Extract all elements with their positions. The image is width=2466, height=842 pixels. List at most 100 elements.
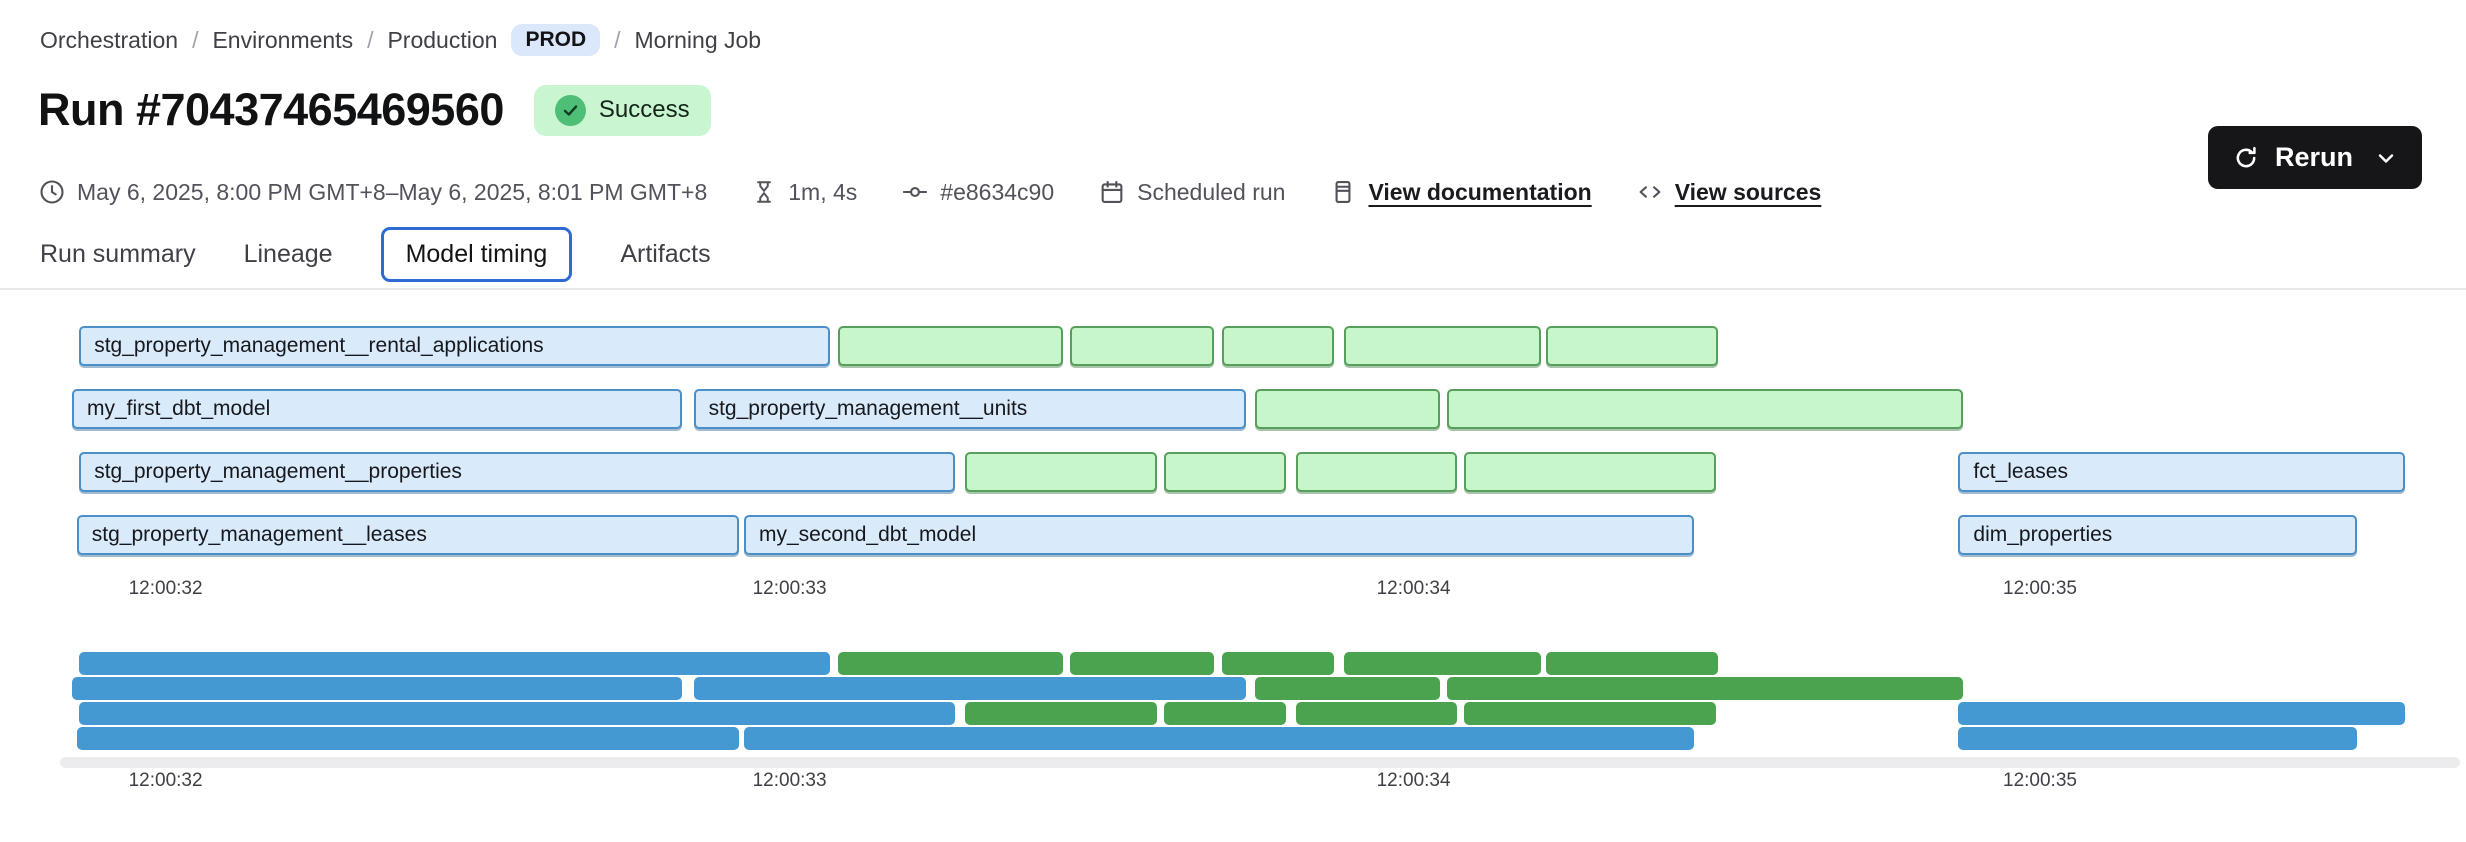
minimap-row xyxy=(60,702,2460,725)
minimap-bar xyxy=(1447,677,1963,700)
minimap-bar xyxy=(1546,652,1719,675)
time-axis-tick: 12:00:34 xyxy=(1377,770,1451,792)
page-title: Run #70437465469560 xyxy=(38,84,504,136)
tab-model-timing[interactable]: Model timing xyxy=(381,227,573,282)
gantt-bar[interactable] xyxy=(1546,326,1719,366)
clock-icon xyxy=(38,178,66,206)
gantt-row: my_first_dbt_model stg_property_managemen… xyxy=(60,389,2460,429)
run-meta-row: May 6, 2025, 8:00 PM GMT+8–May 6, 2025, … xyxy=(38,170,1821,214)
minimap-bar xyxy=(1070,652,1214,675)
run-time-range-label: May 6, 2025, 8:00 PM GMT+8–May 6, 2025, … xyxy=(77,179,707,206)
rerun-button-label: Rerun xyxy=(2275,142,2353,173)
model-name-label: stg_property_management__rental_applicat… xyxy=(81,328,828,363)
gantt-bar-fct_leases[interactable]: fct_leases xyxy=(1958,452,2404,492)
run-duration-label: 1m, 4s xyxy=(788,179,857,206)
minimap-time-axis: 12:00:32 12:00:33 12:00:34 12:00:35 xyxy=(60,770,2460,794)
minimap-bar xyxy=(838,652,1064,675)
model-name-label: fct_leases xyxy=(1960,454,2402,489)
minimap-bar xyxy=(72,677,682,700)
gantt-time-axis: 12:00:3212:00:3312:00:3412:00:35 xyxy=(60,578,2460,602)
minimap-bar xyxy=(77,727,739,750)
model-timing-gantt: stg_property_management__rental_applicat… xyxy=(60,326,2460,578)
success-check-icon xyxy=(555,95,586,126)
run-time-range: May 6, 2025, 8:00 PM GMT+8–May 6, 2025, … xyxy=(38,178,707,206)
time-axis-tick: 12:00:33 xyxy=(753,578,827,600)
tabs-divider xyxy=(0,288,2466,290)
breadcrumb-item-orchestration[interactable]: Orchestration xyxy=(40,27,178,54)
time-axis-tick: 12:00:35 xyxy=(2003,578,2077,600)
run-commit-label: #e8634c90 xyxy=(940,179,1054,206)
breadcrumb-separator: / xyxy=(367,27,373,54)
gantt-bar[interactable] xyxy=(965,452,1157,492)
hourglass-icon xyxy=(751,179,777,205)
time-axis-tick: 12:00:33 xyxy=(753,770,827,792)
gantt-bar-stg_property_management__units[interactable]: stg_property_management__units xyxy=(694,389,1246,429)
breadcrumb-separator: / xyxy=(614,27,620,54)
minimap-bar xyxy=(79,702,955,725)
refresh-icon xyxy=(2232,144,2260,172)
gantt-bar-my_first_dbt_model[interactable]: my_first_dbt_model xyxy=(72,389,682,429)
gantt-bar[interactable] xyxy=(1464,452,1716,492)
gantt-row: stg_property_management__rental_applicat… xyxy=(60,326,2460,366)
gantt-row: stg_property_management__leases my_second… xyxy=(60,515,2460,555)
gantt-bar[interactable] xyxy=(1070,326,1214,366)
gantt-bar[interactable] xyxy=(1344,326,1541,366)
model-name-label: dim_properties xyxy=(1960,517,2354,552)
time-axis-tick: 12:00:35 xyxy=(2003,770,2077,792)
minimap-bar xyxy=(1958,727,2356,750)
breadcrumb-item-environments[interactable]: Environments xyxy=(212,27,353,54)
tab-lineage[interactable]: Lineage xyxy=(244,240,333,269)
gantt-bar-dim_properties[interactable]: dim_properties xyxy=(1958,515,2356,555)
tab-artifacts[interactable]: Artifacts xyxy=(620,240,710,269)
view-documentation: View documentation xyxy=(1329,178,1591,206)
gantt-bar-my_second_dbt_model[interactable]: my_second_dbt_model xyxy=(744,515,1694,555)
code-icon xyxy=(1636,178,1664,206)
timing-minimap[interactable] xyxy=(60,652,2460,752)
minimap-row xyxy=(60,652,2460,675)
rerun-button[interactable]: Rerun xyxy=(2208,126,2422,189)
tab-run-summary[interactable]: Run summary xyxy=(40,240,196,269)
minimap-bar xyxy=(1222,652,1335,675)
run-duration: 1m, 4s xyxy=(751,179,857,206)
gantt-bar[interactable] xyxy=(1296,452,1457,492)
gantt-bar[interactable] xyxy=(1255,389,1440,429)
environment-badge: PROD xyxy=(511,24,600,56)
view-sources-link[interactable]: View sources xyxy=(1675,179,1822,206)
time-axis-tick: 12:00:32 xyxy=(129,770,203,792)
git-commit-icon xyxy=(901,178,929,206)
run-tabs: Run summary Lineage Model timing Artifac… xyxy=(40,222,711,286)
gantt-bar[interactable] xyxy=(1447,389,1963,429)
minimap-bar xyxy=(1164,702,1286,725)
minimap-bar xyxy=(965,702,1157,725)
breadcrumb-item-morning-job[interactable]: Morning Job xyxy=(635,27,762,54)
minimap-bar xyxy=(1464,702,1716,725)
model-name-label: stg_property_management__leases xyxy=(79,517,737,552)
breadcrumb-separator: / xyxy=(192,27,198,54)
model-name-label: my_second_dbt_model xyxy=(746,517,1692,552)
minimap-bar xyxy=(744,727,1694,750)
view-documentation-link[interactable]: View documentation xyxy=(1368,179,1591,206)
gantt-bar[interactable] xyxy=(1222,326,1335,366)
minimap-scroll-track[interactable] xyxy=(60,757,2460,768)
minimap-row xyxy=(60,677,2460,700)
breadcrumb-item-production[interactable]: Production xyxy=(387,27,497,54)
status-badge: Success xyxy=(534,85,711,136)
model-name-label: my_first_dbt_model xyxy=(74,391,680,426)
status-badge-label: Success xyxy=(599,96,690,124)
calendar-icon xyxy=(1098,178,1126,206)
model-name-label: stg_property_management__units xyxy=(696,391,1244,426)
minimap-bar xyxy=(1296,702,1457,725)
gantt-bar-stg_property_management__properties[interactable]: stg_property_management__properties xyxy=(79,452,955,492)
gantt-bar[interactable] xyxy=(1164,452,1286,492)
header-row: Run #70437465469560 Success xyxy=(38,84,711,136)
run-commit: #e8634c90 xyxy=(901,178,1054,206)
gantt-row: stg_property_management__properties fct_l… xyxy=(60,452,2460,492)
gantt-bar-stg_property_management__rental_applications[interactable]: stg_property_management__rental_applicat… xyxy=(79,326,830,366)
chevron-down-icon xyxy=(2374,146,2398,170)
model-name-label: stg_property_management__properties xyxy=(81,454,953,489)
minimap-bar xyxy=(1958,702,2404,725)
time-axis-tick: 12:00:32 xyxy=(129,578,203,600)
gantt-bar[interactable] xyxy=(838,326,1064,366)
gantt-bar-stg_property_management__leases[interactable]: stg_property_management__leases xyxy=(77,515,739,555)
